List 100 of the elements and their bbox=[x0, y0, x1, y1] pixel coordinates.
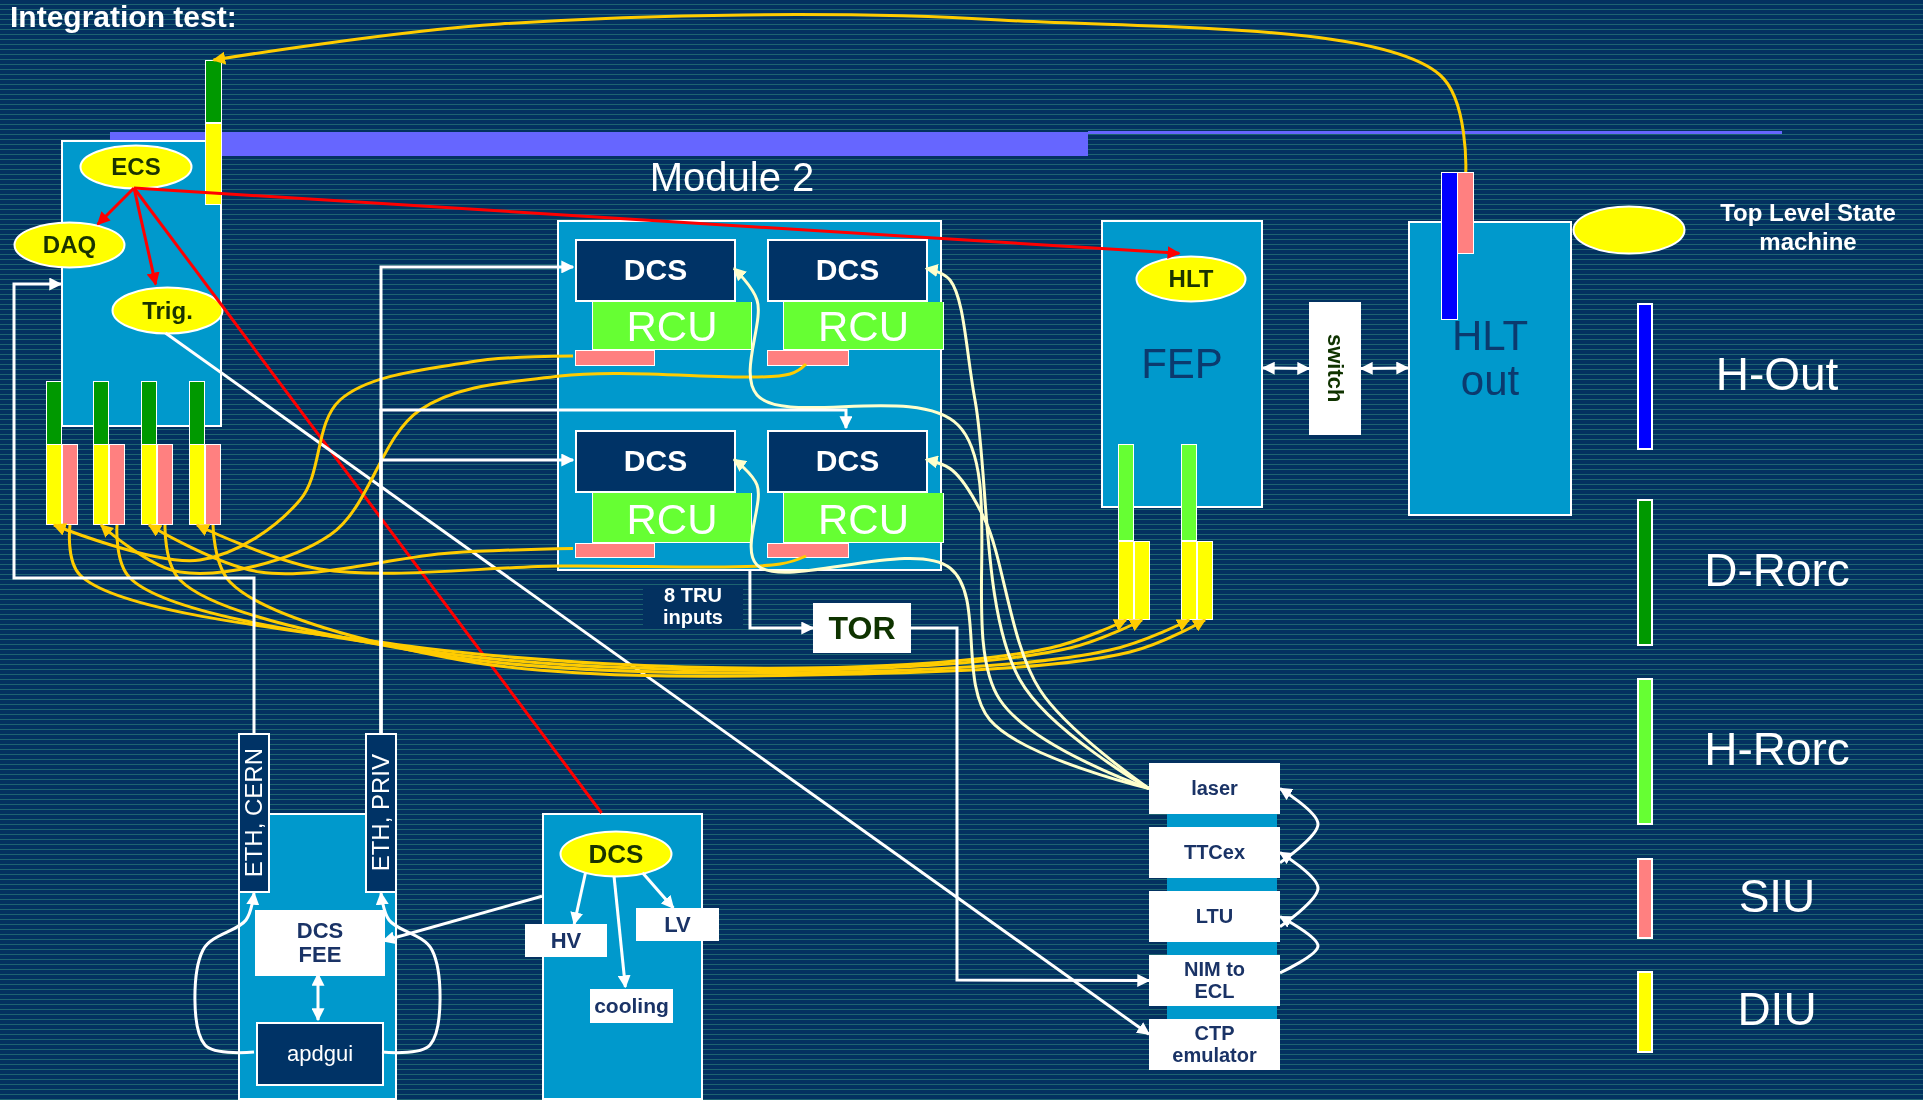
arrow bbox=[570, 872, 587, 926]
node-label: TTCex bbox=[1183, 841, 1246, 864]
node-label: RCU bbox=[818, 303, 909, 349]
ellipse-node bbox=[79, 144, 193, 190]
node-label: DCS FEE bbox=[295, 919, 345, 967]
arrow bbox=[911, 626, 1151, 987]
node-label: FEP bbox=[1141, 341, 1223, 387]
node-label: RCU bbox=[818, 496, 909, 542]
node-caption: Top Level State machine bbox=[1719, 199, 1897, 257]
arrow bbox=[100, 362, 807, 575]
bar-stack bbox=[1181, 444, 1213, 620]
node-label: DCS bbox=[623, 445, 688, 478]
bar-stack bbox=[767, 543, 849, 558]
node-label: ETH, CERN bbox=[241, 748, 267, 878]
bar-stack bbox=[205, 60, 222, 205]
arrow bbox=[12, 277, 256, 733]
ellipse-node bbox=[1135, 255, 1247, 303]
process-box bbox=[592, 302, 752, 350]
node-label: DCS bbox=[815, 445, 880, 478]
bar-stack bbox=[1118, 444, 1150, 620]
node-label: DCS bbox=[623, 254, 688, 287]
bar-stack bbox=[189, 381, 221, 525]
process-box bbox=[1149, 955, 1280, 1006]
legend-label: SIU bbox=[1737, 871, 1817, 922]
arrow bbox=[1278, 851, 1320, 928]
arrow bbox=[132, 187, 160, 286]
process-box bbox=[575, 430, 736, 493]
node-label: apdgui bbox=[286, 1042, 354, 1066]
process-box bbox=[1149, 763, 1280, 814]
legend-label: H-Rorc bbox=[1703, 724, 1851, 775]
node-label: Trig. bbox=[142, 297, 193, 324]
arrow bbox=[133, 186, 1181, 260]
node-label: cooling bbox=[594, 994, 669, 1018]
module-panel bbox=[1101, 220, 1263, 508]
process-box bbox=[1149, 891, 1280, 942]
process-box bbox=[767, 430, 928, 493]
arrow bbox=[748, 571, 815, 635]
arrow bbox=[732, 458, 1150, 790]
arrow bbox=[379, 453, 575, 733]
module-panel bbox=[1408, 221, 1572, 516]
process-box bbox=[255, 910, 385, 976]
arrow bbox=[164, 331, 1151, 1036]
node-label: switch bbox=[1323, 334, 1347, 403]
node-label: DCS bbox=[588, 839, 644, 869]
arrow bbox=[52, 354, 573, 563]
ellipse-node bbox=[559, 830, 673, 878]
node-label: NIM to ECL bbox=[1182, 958, 1247, 1003]
arrow bbox=[1261, 361, 1311, 375]
arrow bbox=[195, 523, 807, 575]
process-box bbox=[525, 924, 607, 957]
switch-box bbox=[1309, 302, 1361, 435]
node-label: CTP emulator bbox=[1171, 1022, 1258, 1067]
node-label: RCU bbox=[626, 496, 718, 542]
process-box bbox=[783, 493, 944, 543]
arrow bbox=[96, 186, 136, 226]
arrow bbox=[1278, 915, 1320, 975]
arrow bbox=[641, 871, 675, 909]
bar-stack bbox=[575, 350, 655, 366]
node-label: RCU bbox=[626, 303, 718, 349]
process-box bbox=[783, 302, 944, 350]
process-box bbox=[767, 239, 928, 302]
ellipse-node bbox=[111, 286, 224, 335]
process-box bbox=[1149, 827, 1280, 878]
process-box bbox=[1149, 1019, 1280, 1070]
node-label: HLT out bbox=[1450, 313, 1530, 404]
network-box bbox=[365, 733, 397, 893]
module-panel bbox=[557, 220, 942, 571]
process-box bbox=[592, 493, 752, 543]
connector-line bbox=[132, 187, 603, 814]
arrow bbox=[1278, 787, 1320, 864]
legend-label: D-Rorc bbox=[1703, 545, 1851, 596]
ellipse-node bbox=[13, 221, 126, 269]
legend-label: DIU bbox=[1736, 985, 1818, 1035]
edge-label: 8 TRU inputs bbox=[643, 585, 743, 629]
bar-stack bbox=[575, 543, 655, 558]
arrow bbox=[612, 875, 631, 989]
bar-stack bbox=[93, 381, 125, 525]
legend-label: H-Out bbox=[1714, 349, 1840, 400]
node-label: ETH, PRIV bbox=[368, 754, 394, 872]
bar-stack bbox=[141, 381, 173, 525]
process-box bbox=[256, 1022, 384, 1086]
node-label: laser bbox=[1191, 777, 1238, 800]
module-panel bbox=[542, 813, 703, 1100]
arrow bbox=[924, 455, 1150, 790]
process-box bbox=[813, 603, 911, 653]
process-box bbox=[636, 908, 719, 941]
node-label: HLT bbox=[1168, 266, 1214, 292]
node-label: TOR bbox=[828, 610, 896, 646]
bar-stack bbox=[767, 350, 849, 366]
bar-stack bbox=[1441, 172, 1474, 320]
section-label: Module 2 bbox=[648, 156, 816, 200]
ellipse-node bbox=[1572, 205, 1686, 255]
node-label: ECS bbox=[111, 154, 161, 180]
node-label: DCS bbox=[815, 254, 880, 287]
bar-stack bbox=[46, 381, 78, 525]
node-label: HV bbox=[550, 928, 582, 953]
diagram-title: Integration test: bbox=[10, 0, 237, 34]
arrow bbox=[212, 13, 1468, 172]
process-box bbox=[575, 239, 736, 302]
arrow bbox=[1359, 361, 1410, 375]
